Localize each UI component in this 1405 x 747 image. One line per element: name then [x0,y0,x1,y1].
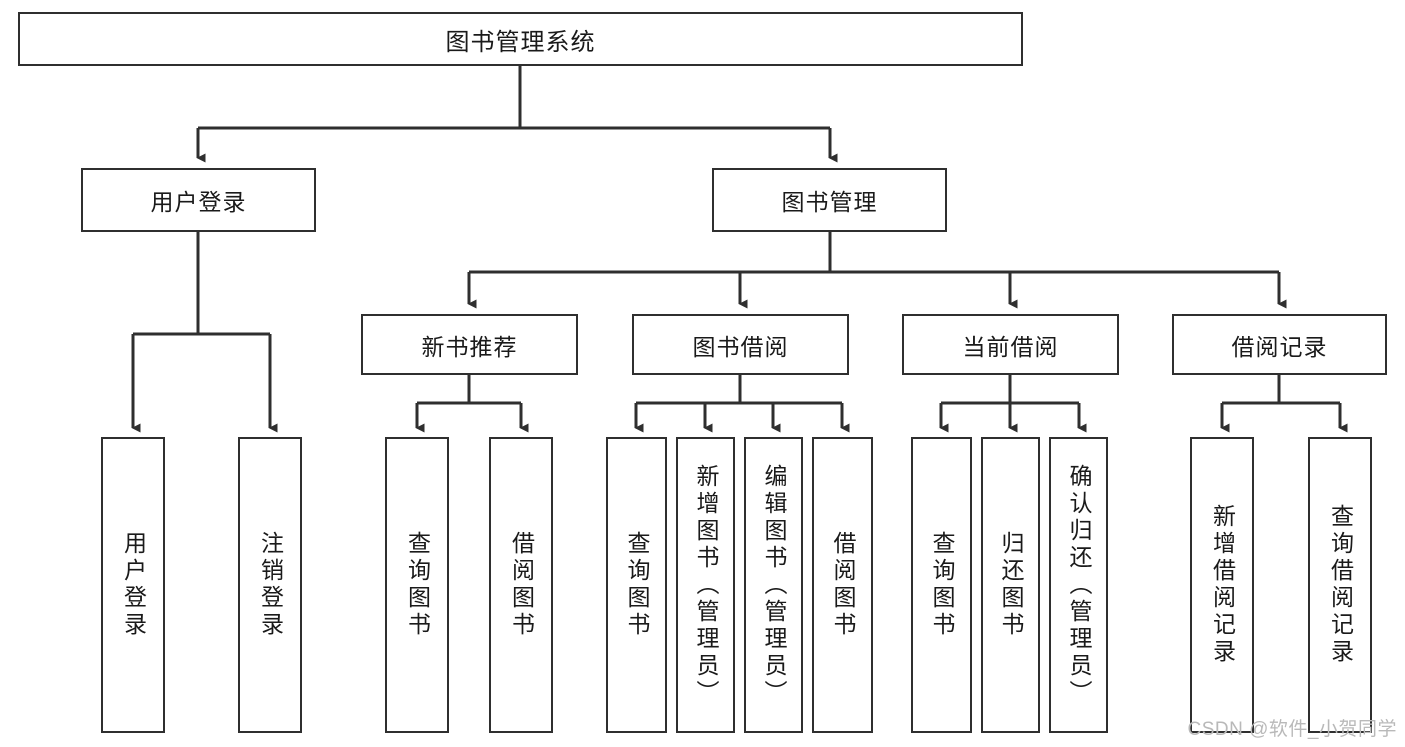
node-label: 查询图书 [929,531,955,639]
leaf-borrow-edit-book-admin[interactable]: 编辑图书（管理员） [744,437,803,733]
leaf-current-query-book[interactable]: 查询图书 [911,437,972,733]
node-label: 图书借阅 [692,333,789,360]
node-label: 查询图书 [624,531,650,639]
leaf-borrow-query-book[interactable]: 查询图书 [606,437,667,733]
node-label: 图书管理系统 [445,28,596,56]
node-label: 用户登录 [150,189,247,215]
leaf-new-book-query[interactable]: 查询图书 [385,437,449,733]
node-label: 查询图书 [404,531,431,639]
node-book-borrow[interactable]: 图书借阅 [632,314,849,375]
leaf-borrow-add-book-admin[interactable]: 新增图书（管理员） [676,437,735,733]
node-new-book-recommend[interactable]: 新书推荐 [361,314,578,375]
node-label: 当前借阅 [962,333,1059,360]
leaf-user-login-logout[interactable]: 注销登录 [238,437,302,733]
node-book-management[interactable]: 图书管理 [712,168,947,232]
node-borrow-records[interactable]: 借阅记录 [1172,314,1387,375]
leaf-records-add-record[interactable]: 新增借阅记录 [1190,437,1254,733]
node-label: 用户登录 [120,531,147,639]
leaf-current-confirm-return-admin[interactable]: 确认归还（管理员） [1049,437,1108,733]
node-root-system[interactable]: 图书管理系统 [18,12,1023,66]
leaf-records-query-record[interactable]: 查询借阅记录 [1308,437,1372,733]
node-user-login[interactable]: 用户登录 [81,168,316,232]
node-label: 借阅图书 [508,531,535,639]
leaf-borrow-borrow-book[interactable]: 借阅图书 [812,437,873,733]
node-label: 新增借阅记录 [1209,504,1236,666]
node-label: 确认归还（管理员） [1066,463,1092,707]
node-label: 新增图书（管理员） [693,463,719,707]
node-current-borrow[interactable]: 当前借阅 [902,314,1119,375]
node-label: 借阅记录 [1231,333,1328,360]
leaf-user-login-login[interactable]: 用户登录 [101,437,165,733]
watermark-text: CSDN @软件_小贺同学 [1187,719,1397,740]
node-label: 归还图书 [998,531,1024,639]
leaf-current-return-book[interactable]: 归还图书 [981,437,1040,733]
node-label: 图书管理 [781,189,878,215]
node-label: 新书推荐 [421,333,518,360]
node-label: 编辑图书（管理员） [761,463,787,707]
node-label: 借阅图书 [830,531,856,639]
leaf-new-book-borrow[interactable]: 借阅图书 [489,437,553,733]
node-label: 注销登录 [257,531,284,639]
node-label: 查询借阅记录 [1327,504,1354,666]
